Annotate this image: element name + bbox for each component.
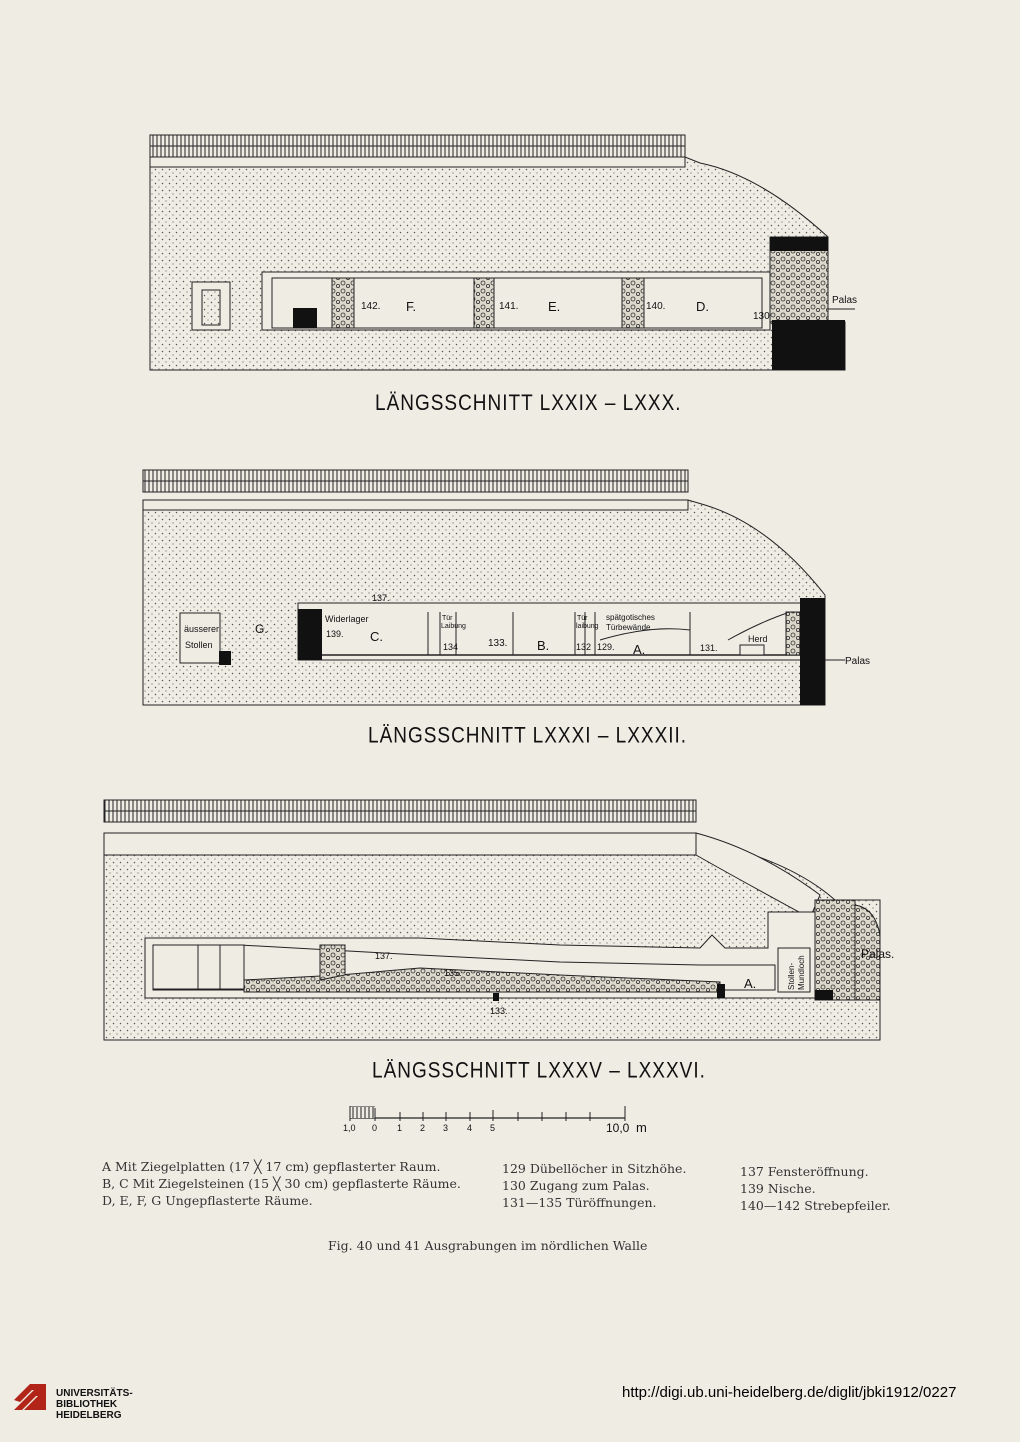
legend-numbers-b-3: 140—142 Strebepfeiler. [740,1198,891,1213]
scale-tick-4: 3 [443,1123,448,1133]
label-140: 140. [646,301,665,312]
legend-numbers-a-1: 129 Dübellöcher in Sitzhöhe. [502,1161,687,1176]
scale-tick-5: 4 [467,1123,472,1133]
label-134: 134 [443,642,458,652]
label-131: 131. [700,643,718,653]
section-2-drawing [142,469,845,706]
scale-tick-6: 5 [490,1123,495,1133]
scale-tick-2: 1 [397,1123,402,1133]
legend-numbers-a-3: 131—135 Türöffnungen. [502,1195,657,1210]
legend-rooms-1: A Mit Ziegelplatten (17 ╳ 17 cm) gepflas… [102,1159,441,1174]
scale-tick-3: 2 [420,1123,425,1133]
legend-rooms: A Mit Ziegelplatten (17 ╳ 17 cm) gepflas… [102,1158,461,1209]
scale-tick-7: 10,0 [606,1121,630,1135]
label-A-s2: A. [633,642,645,657]
label-142: 142. [361,301,380,312]
label-137-s3: 137. [375,951,393,961]
label-129: 129. [597,642,615,652]
scale-bar [349,1106,626,1121]
label-ausserer: äusserer [184,624,219,634]
label-stollen-mundloch-1: Stollen- [787,963,796,990]
logo-line-2: BIBLIOTHEK [56,1399,118,1410]
label-C: C. [370,629,383,644]
section-1-drawing [149,134,855,371]
legend-rooms-3: D, E, F, G Ungepflasterte Räume. [102,1193,313,1208]
logo-line-3: HEIDELBERG [56,1410,122,1421]
label-palas-2: Palas [845,656,870,667]
legend-numbers-b-1: 137 Fensteröffnung. [740,1164,869,1179]
label-G: G. [255,622,268,636]
label-spatgot: spätgotisches [606,613,655,622]
label-E: E. [548,299,560,314]
scale-unit: m [636,1120,647,1135]
label-132: 132 [576,642,591,652]
label-laibung-2: laibung [576,623,599,630]
label-133-s3: 133. [490,1006,508,1016]
legend-numbers-a-2: 130 Zugang zum Palas. [502,1178,650,1193]
library-logo-icon [12,1376,46,1410]
label-139: 139. [326,629,344,639]
legend-numbers-a: 129 Dübellöcher in Sitzhöhe. 130 Zugang … [502,1160,686,1211]
legend-numbers-b: 137 Fensteröffnung. 139 Nische. 140—142 … [740,1163,891,1214]
source-url-link[interactable]: http://digi.ub.uni-heidelberg.de/diglit/… [622,1384,957,1401]
label-B: B. [537,638,549,653]
label-widerlager: Widerlager [325,614,369,624]
label-palas-1: Palas [832,295,857,306]
corridor-2 [297,602,804,661]
logo-line-1: UNIVERSITÄTS- [56,1388,133,1399]
section-1-title: LÄNGSSCHNITT LXXIX – LXXX. [375,391,682,416]
label-F: F. [406,299,416,314]
label-133-s2: 133. [488,638,507,649]
label-D: D. [696,299,709,314]
earth-body-1 [149,156,846,371]
label-A-s3: A. [744,976,756,991]
label-141: 141. [499,301,518,312]
label-137-s2: 137. [372,593,390,603]
library-logo-text: UNIVERSITÄTS- BIBLIOTHEK HEIDELBERG [56,1388,133,1421]
label-herd: Herd [748,634,768,644]
label-turbewande: Türbewände [606,623,651,632]
label-laibung-1: Laibung [441,623,466,630]
label-tur-2: Tür [577,615,588,622]
legend-numbers-b-2: 139 Nische. [740,1181,816,1196]
label-palas-3: Palas. [861,947,894,961]
scale-tick-0: 1,0 [343,1123,356,1133]
label-stollen-mundloch-2: Mundloch [797,955,806,990]
label-130: 130 [753,311,770,322]
legend-rooms-2: B, C Mit Ziegelsteinen (15 ╳ 30 cm) gepf… [102,1176,461,1191]
scale-tick-1: 0 [372,1123,377,1133]
label-tur-1: Tür [442,615,453,622]
section-3-title: LÄNGSSCHNITT LXXXV – LXXXVI. [372,1059,706,1084]
label-stollen: Stollen [185,640,213,650]
section-3-drawing [103,799,881,1041]
figure-caption: Fig. 40 und 41 Ausgrabungen im nördliche… [328,1238,648,1253]
section-2-title: LÄNGSSCHNITT LXXXI – LXXXII. [368,724,688,749]
label-135: 135. [444,968,462,978]
